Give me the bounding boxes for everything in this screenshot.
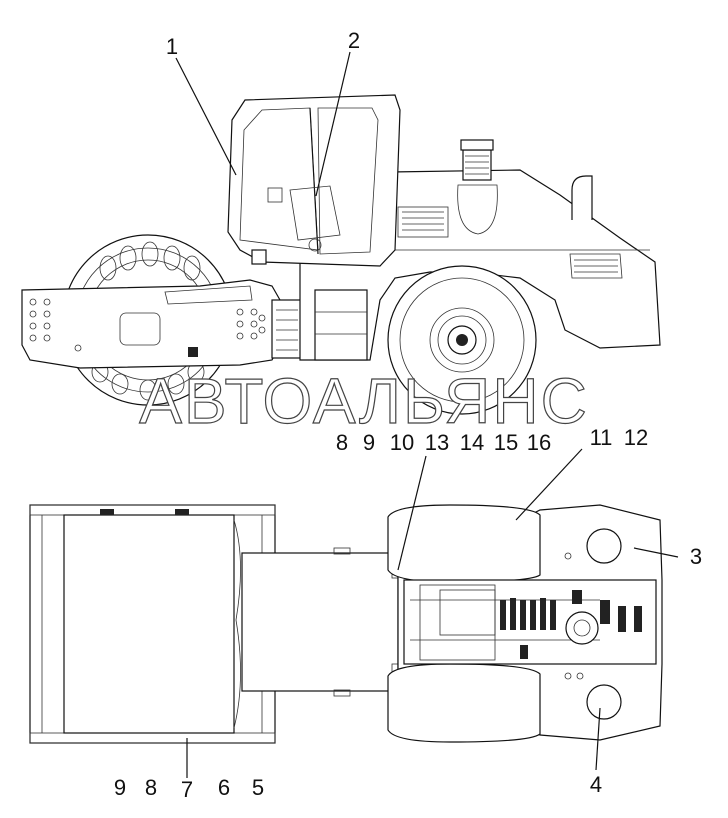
callout-12: 12 <box>624 425 648 450</box>
callout-15: 15 <box>494 430 518 455</box>
leader-lines <box>175 51 679 778</box>
callout-9-top: 9 <box>363 430 375 455</box>
callout-5: 5 <box>252 775 264 800</box>
front-frame <box>21 279 281 369</box>
callout-2: 2 <box>348 28 360 53</box>
callout-11: 11 <box>590 425 613 450</box>
articulation-joint <box>271 299 303 359</box>
front-drum <box>62 234 234 406</box>
callout-10: 10 <box>390 430 414 455</box>
watermark-text: АВТОАЛЬЯНС <box>139 365 589 437</box>
callout-3: 3 <box>690 544 702 569</box>
callout-labels: 1 2 3 4 8 9 10 13 14 15 16 11 12 9 8 7 6… <box>114 28 702 802</box>
callout-4: 4 <box>590 772 602 797</box>
rear-frame-top <box>387 504 663 743</box>
callout-14: 14 <box>460 430 484 455</box>
side-view-roller <box>21 94 661 415</box>
callout-1: 1 <box>166 34 178 59</box>
callout-9-bottom: 9 <box>114 775 126 800</box>
top-view-roller <box>29 504 663 744</box>
callout-7: 7 <box>181 777 193 802</box>
rear-wheel <box>387 265 537 415</box>
callout-8-bottom: 8 <box>145 775 157 800</box>
drum-frame-top <box>29 504 276 744</box>
operator-cab <box>227 94 401 267</box>
center-frame-top <box>241 547 405 697</box>
callout-6: 6 <box>218 775 230 800</box>
callout-13: 13 <box>425 430 449 455</box>
callout-16: 16 <box>527 430 551 455</box>
callout-8-top: 8 <box>336 430 348 455</box>
